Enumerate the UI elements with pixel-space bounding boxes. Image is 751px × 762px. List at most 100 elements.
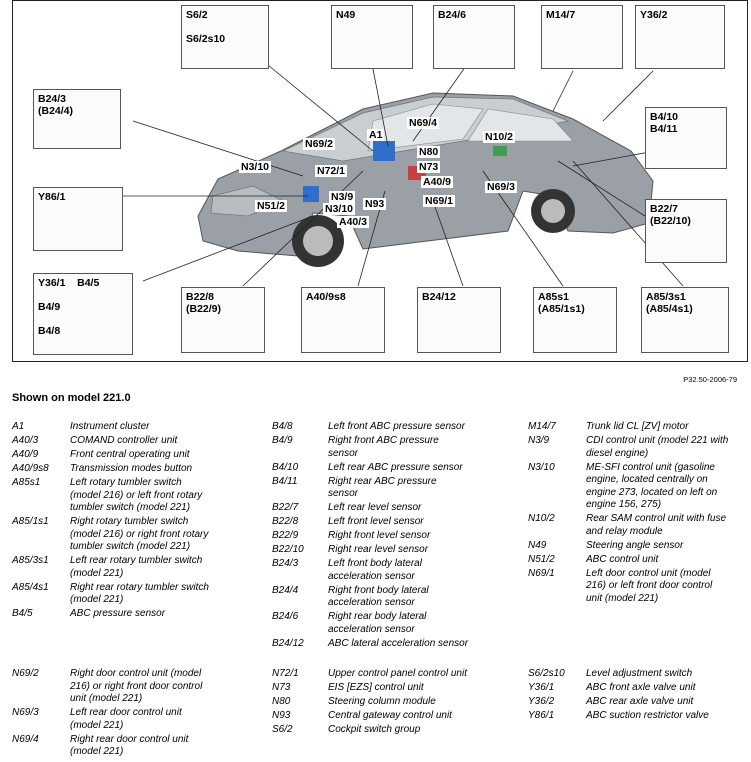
- legend-code: B4/8: [272, 421, 293, 432]
- legend-code: N69/3: [12, 707, 39, 718]
- legend-description: Left front ABC pressure sensor: [328, 421, 465, 432]
- callout-n93: N93: [363, 198, 387, 210]
- box-label: A40/9s8: [306, 291, 346, 303]
- callout-a1: A1: [367, 129, 385, 141]
- legend-description: Front central operating unit: [70, 449, 190, 460]
- legend-code: B4/10: [272, 461, 299, 473]
- figure-reference-code: P32.50-2006-79: [683, 375, 737, 384]
- legend-code: N69/2: [12, 668, 39, 679]
- callout-n73: N73: [417, 161, 441, 173]
- legend-row: N3/9 CDI control unit (model 221 with die…: [528, 435, 748, 460]
- box-a85s1: A85s1 (A85/1s1): [533, 287, 617, 353]
- callout-n80: N80: [417, 146, 441, 158]
- legend-code: A85/4s1: [12, 581, 49, 593]
- legend-description: Right rear body lateral acceleration sen…: [328, 611, 427, 635]
- legend-description: Left front level sensor: [328, 516, 424, 527]
- callout-n69-2: N69/2: [303, 138, 336, 150]
- legend-description: Left rear ABC pressure sensor: [328, 461, 463, 473]
- legend-description: Level adjustment switch: [586, 668, 693, 679]
- legend-code: B24/12: [272, 637, 304, 649]
- box-b24-3: B24/3 (B24/4): [33, 89, 121, 149]
- box-a85-3s1: A85/3s1 (A85/4s1): [641, 287, 729, 353]
- box-label: B24/6: [438, 9, 467, 21]
- legend-description: Right rear level sensor: [328, 544, 429, 555]
- legend-code: A85s1: [12, 477, 41, 488]
- legend-description: Right front body lateral acceleration se…: [328, 584, 429, 609]
- legend-row: B24/3 Left front body lateral acceleratio…: [272, 558, 492, 583]
- legend-row: S6/2s10 Level adjustment switch: [528, 668, 748, 681]
- legend-row: B22/10 Right rear level sensor: [272, 544, 492, 557]
- legend-description: Right door control unit (model 216) or r…: [70, 668, 203, 704]
- car-illustration: [197, 92, 654, 267]
- legend-row: A1 Instrument cluster: [12, 421, 232, 434]
- box-label: N49: [336, 9, 356, 21]
- legend-row: B4/9 Right front ABC pressure sensor: [272, 435, 492, 460]
- callout-n69-3: N69/3: [485, 181, 518, 193]
- legend-description: ABC pressure sensor: [70, 608, 166, 619]
- legend-description: ABC control unit: [586, 553, 659, 565]
- legend-row: B4/10 Left rear ABC pressure sensor: [272, 462, 492, 475]
- callout-n3-10-upper: N3/10: [239, 161, 272, 173]
- box-label: Y36/2: [640, 9, 668, 21]
- diagram-graphics: [123, 55, 684, 287]
- box-b22-7: B22/7 (B22/10): [645, 199, 727, 263]
- legend-code: B22/10: [272, 544, 304, 555]
- legend-code: B22/7: [272, 502, 299, 513]
- legend-description: Right rear ABC pressure sensor: [328, 475, 437, 500]
- legend-description: Right front level sensor: [328, 530, 431, 541]
- box-m14-7: M14/7: [541, 5, 623, 69]
- box-b4-10: B4/10 B4/11: [645, 107, 727, 169]
- legend-code: A1: [12, 421, 25, 432]
- legend-code: B24/6: [272, 611, 299, 622]
- callout-n72-1: N72/1: [315, 165, 348, 177]
- legend-description: Instrument cluster: [70, 421, 150, 432]
- legend-code: N69/1: [528, 567, 555, 579]
- legend-description: CDI control unit (model 221 with diesel …: [586, 435, 729, 459]
- component-location-diagram: S6/2 S6/2s10 N49 B24/6 M14/7 Y36/2 B24/3…: [12, 0, 748, 362]
- legend-row: B4/5 ABC pressure sensor: [12, 608, 232, 621]
- legend-code: N72/1: [272, 668, 299, 679]
- legend-description: ME-SFI control unit (gasoline engine, lo…: [586, 461, 718, 511]
- legend-description: Right rotary tumbler switch (model 216) …: [70, 516, 209, 552]
- legend-code: B22/9: [272, 530, 299, 541]
- callout-a40-3: A40/3: [337, 216, 370, 228]
- box-n49: N49: [331, 5, 413, 69]
- legend-code: N80: [272, 696, 291, 707]
- legend-description: Cockpit switch group: [328, 724, 421, 735]
- callout-n51-2: N51/2: [255, 200, 288, 212]
- leader-lines: [123, 55, 684, 287]
- legend-description: COMAND controller unit: [70, 435, 178, 446]
- legend-row: A40/9 Front central operating unit: [12, 449, 232, 462]
- box-b24-6: B24/6: [433, 5, 515, 69]
- legend-code: A40/9: [12, 449, 39, 460]
- callout-n3-9: N3/9: [329, 191, 356, 203]
- legend-description: EIS [EZS] control unit: [328, 682, 424, 693]
- legend-description: Right front ABC pressure sensor: [328, 435, 439, 459]
- legend-code: B4/5: [12, 608, 33, 619]
- legend-title: Shown on model 221.0: [12, 392, 131, 404]
- box-label: M14/7: [546, 9, 576, 21]
- legend-code: S6/2s10: [528, 668, 565, 679]
- box-y36-2: Y36/2: [635, 5, 725, 69]
- legend-description: ABC front axle valve unit: [586, 682, 696, 693]
- box-b22-8: B22/8 (B22/9): [181, 287, 265, 353]
- legend-description: Left front body lateral acceleration sen…: [328, 558, 422, 582]
- box-b24-12: B24/12: [417, 287, 501, 353]
- box-label: A85/3s1 (A85/4s1): [646, 291, 693, 315]
- legend-code: B4/9: [272, 435, 293, 446]
- legend-description: ABC lateral acceleration sensor: [328, 637, 469, 649]
- legend-code: N3/9: [528, 435, 550, 446]
- legend-description: Transmission modes button: [70, 463, 193, 474]
- legend-description: Left rotary tumbler switch (model 216) o…: [70, 477, 203, 513]
- legend-code: B24/3: [272, 558, 299, 569]
- box-label: B24/3 (B24/4): [38, 93, 74, 117]
